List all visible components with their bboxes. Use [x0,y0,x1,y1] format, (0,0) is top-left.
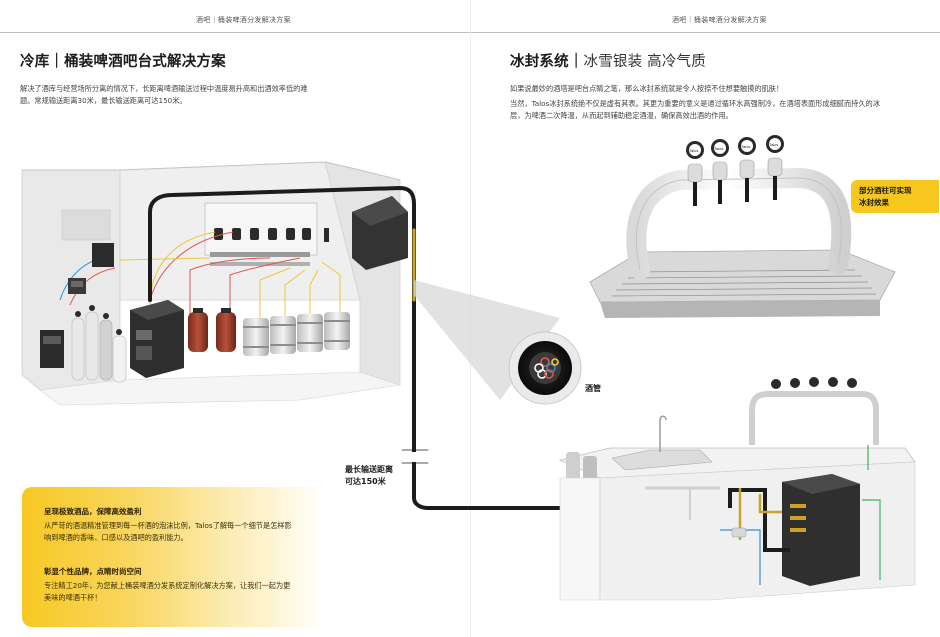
left-intro-paragraph: 解决了酒库与经营场所分离的情况下，长距离啤酒输送过程中温度易升高和出酒效率低的难… [20,84,308,105]
red-kegs [188,308,236,352]
hose-label: 酒管 [585,384,601,393]
highlight-text-2: 专注精工20年，为您献上桶装啤酒分发系统定制化解决方案，让我们一起为更美味的啤酒… [44,581,291,602]
bar-tower-tap-heads [771,377,857,389]
glycol-chiller-wall [352,196,408,270]
header-rule-right [470,32,940,33]
right-paragraph-1: 如果说最妙的酒塔是吧台点睛之笔，那么冰封系统就是令人按捺不住想要触摸的肌肤！ [510,84,784,93]
distance-callout-line1: 最长输送距离 [345,465,393,474]
left-page-title: 冷库｜桶装啤酒吧台式解决方案 [20,54,226,70]
distance-callout: 最长输送距离 可达150米 [345,464,393,488]
highlight-heading-1: 呈现极致酒品，保障高效盈利 [44,507,142,516]
left-cooling-cabinet [40,330,64,368]
frost-badge-line1: 部分酒柱可实现 [859,186,912,195]
frosted-beer-tower: Talos Talos Talos Talos [589,135,896,318]
frost-badge-line2: 冰封效果 [859,198,889,207]
header-rule-left [0,32,470,33]
hose-cross-section-tubes [534,357,559,379]
right-title-light: 冰雪银装 高冷气质 [583,54,706,70]
tap-heads [686,135,784,206]
gas-regulator-units [68,243,114,294]
co2-cylinders [71,305,127,383]
tap-brand-label-4: Talos [769,142,778,147]
drip-tray-grate [611,269,877,297]
tap-brand-label-3: Talos [741,144,750,149]
hose-magnifier [414,280,582,405]
highlight-box [22,487,327,627]
tap-manifold-panel [204,202,329,266]
tap-brand-label-2: Talos [714,146,723,151]
running-header-right: 酒吧｜桶装啤酒分发解决方案 [672,16,767,24]
distance-callout-line2: 可达150米 [345,477,386,486]
bar-counter-system [558,377,916,601]
highlight-heading-2: 彰显个性品牌，点睛时尚空间 [44,567,142,576]
right-title-bold: 冰封系统 [510,54,569,70]
right-page-title: 冰封系统｜冰雪银装 高冷气质 [510,50,706,71]
tap-brand-label: Talos [689,148,698,153]
frost-effect-badge: 部分酒柱可实现 冰封效果 [851,180,939,213]
steel-kegs [243,312,350,356]
right-title-separator: ｜ [568,54,584,70]
running-header-left: 酒吧｜桶装啤酒分发解决方案 [196,16,291,24]
right-paragraph-2: 当然，Talos冰封系统绝不仅是虚有其表。其更为重要的意义是通过循环水高强制冷，… [510,99,880,120]
highlight-text-1: 从严苛的酒温精准管理到每一杯酒的泡沫比例，Talos了解每一个细节是怎样影响到啤… [44,521,292,542]
central-chiller-unit [130,300,184,378]
